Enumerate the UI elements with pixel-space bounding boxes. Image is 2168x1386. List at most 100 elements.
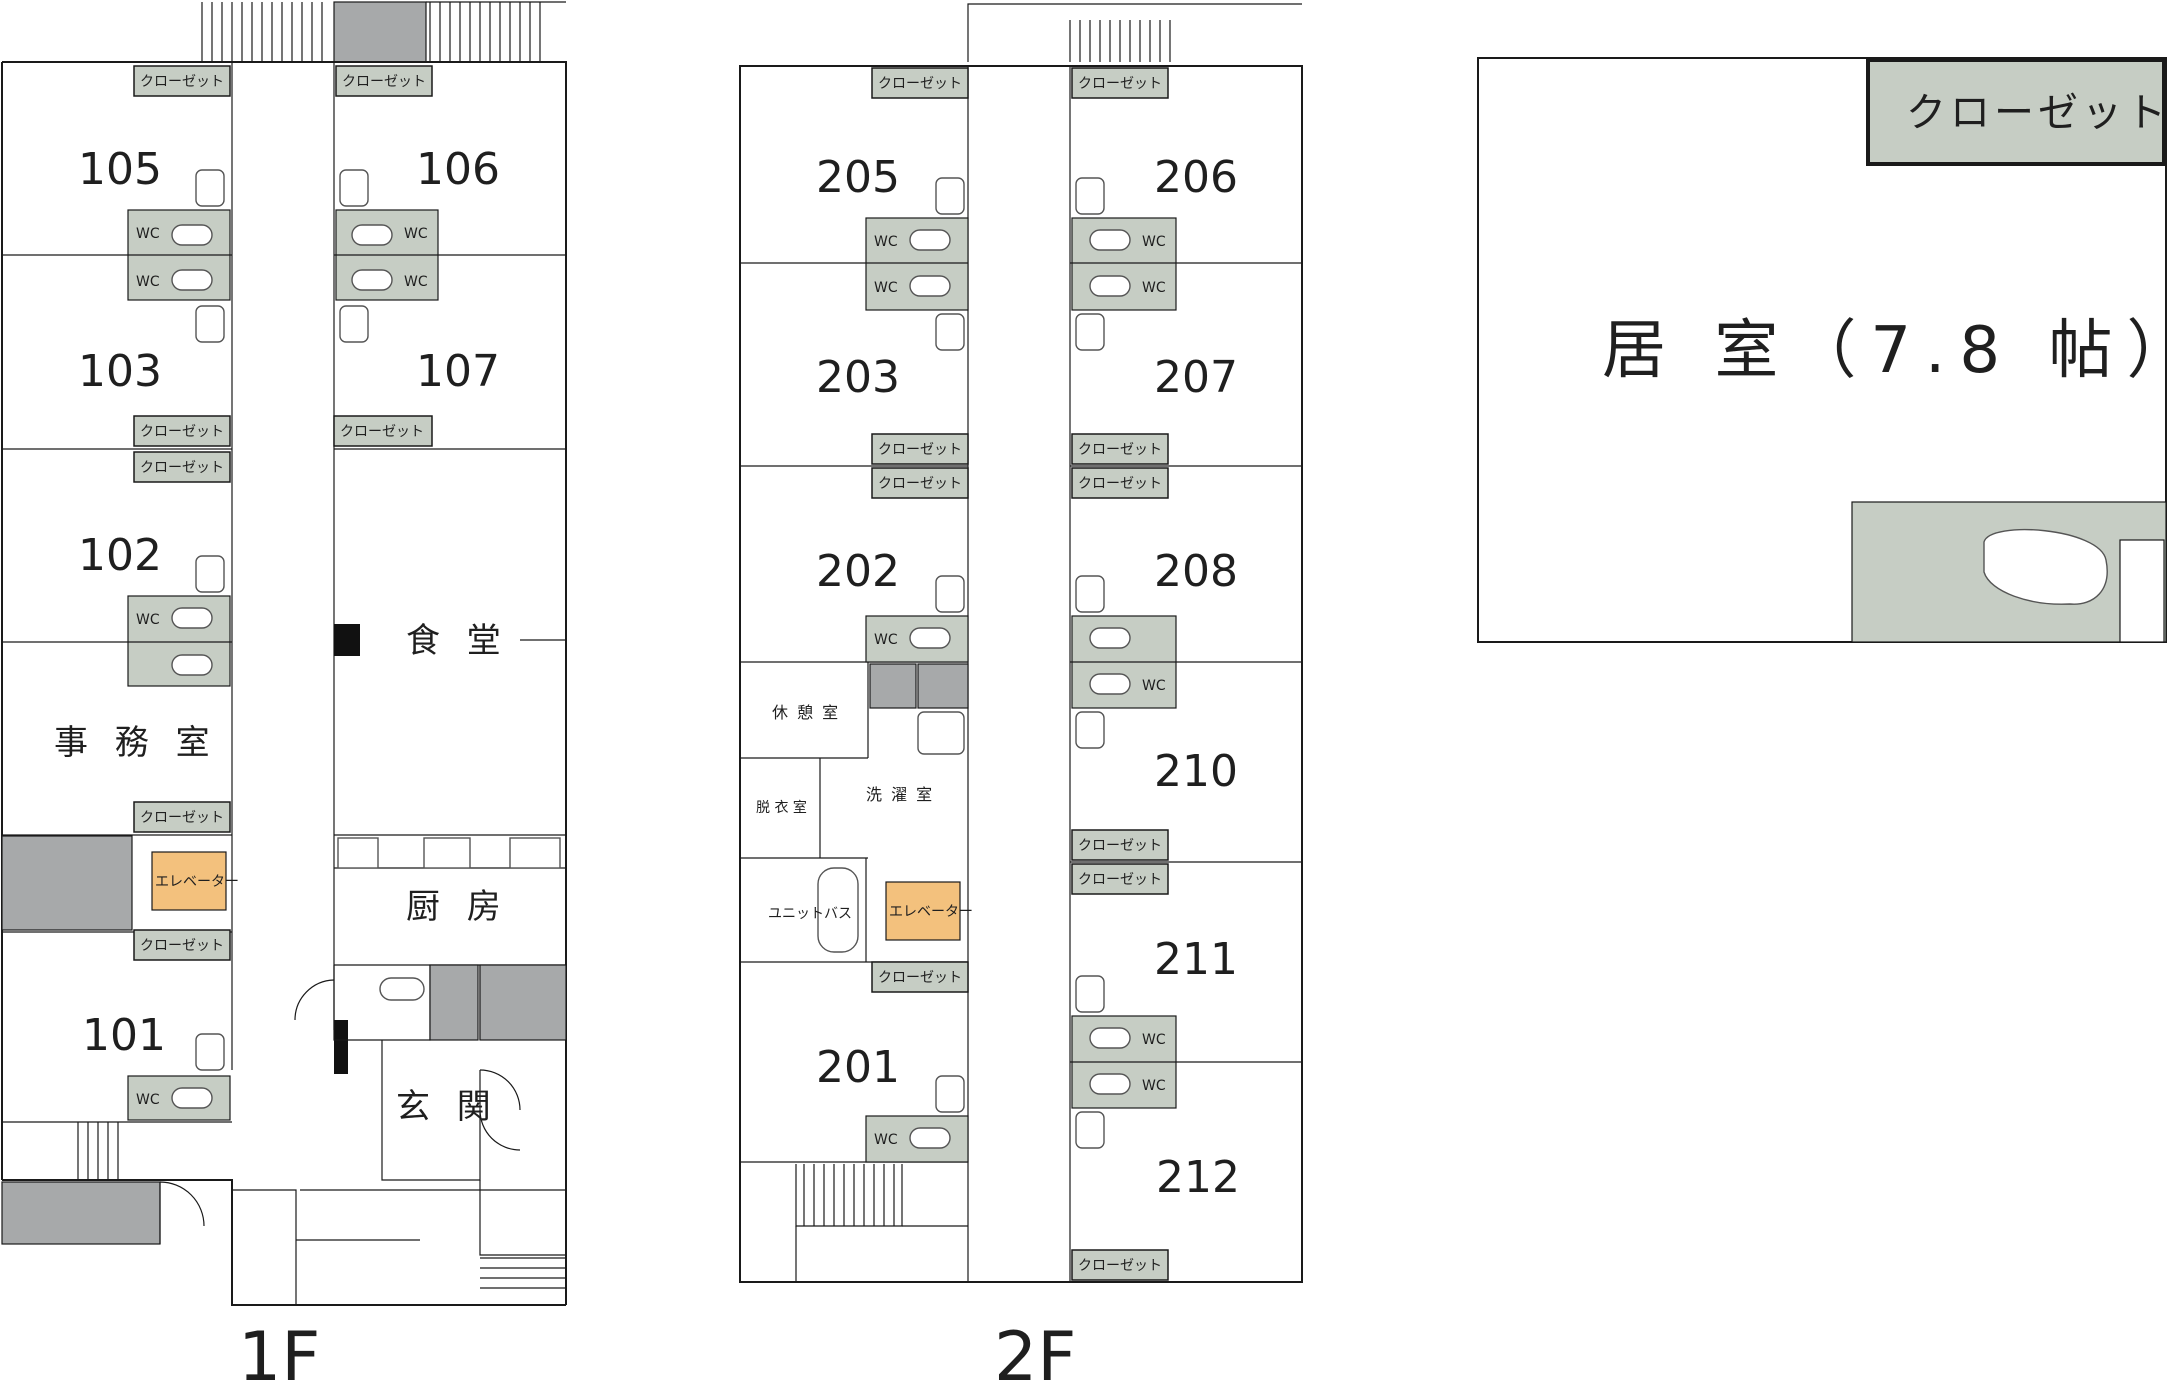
toilet-icon xyxy=(171,269,213,291)
closet-label: クローゼット xyxy=(342,74,426,90)
closet-208 xyxy=(1071,467,1169,499)
corridor-2f xyxy=(967,66,1071,1282)
closet-211 xyxy=(1071,863,1169,895)
laundry-label: 洗 濯 室 xyxy=(866,785,934,804)
toilet-icon xyxy=(909,275,951,297)
closet-102 xyxy=(133,451,231,483)
closet-205 xyxy=(871,67,969,99)
wc-label: WC xyxy=(1142,280,1166,296)
sink-icon xyxy=(935,1075,965,1113)
sink-icon xyxy=(1075,711,1105,749)
office-label: 事 務 室 xyxy=(54,723,218,763)
toilet-icon xyxy=(351,269,393,291)
closet-210 xyxy=(1071,829,1169,861)
closet-label: クローゼット xyxy=(1078,838,1162,854)
entrance-label: 玄 関 xyxy=(396,1087,499,1127)
room-210-label: 210 xyxy=(1154,746,1238,797)
sink-icon xyxy=(1075,177,1105,215)
shaft-1f-bottom xyxy=(429,964,479,1041)
closet-107 xyxy=(333,415,433,447)
corridor-1f xyxy=(231,62,335,1070)
toilet-icon xyxy=(171,1087,213,1109)
room-202-label: 202 xyxy=(816,546,900,597)
sink-icon xyxy=(195,169,225,207)
elevator-label: エレベーター xyxy=(889,904,973,920)
closet-106 xyxy=(335,65,433,97)
closet-212 xyxy=(1071,1249,1169,1281)
sink-icon xyxy=(1075,313,1105,351)
room-detail-sink xyxy=(2119,539,2165,643)
closet-label: クローゼット xyxy=(1078,476,1162,492)
wall-1f-outer-bottom xyxy=(2,1179,566,1306)
shaft-1f-bottom-left xyxy=(1,1181,161,1245)
room-207-label: 207 xyxy=(1154,352,1238,403)
wall-2f-outer xyxy=(739,65,1303,1283)
sink-icon xyxy=(339,305,369,343)
sink-icon xyxy=(195,1033,225,1071)
sink-icon xyxy=(423,837,471,869)
shaft-2f-a xyxy=(869,663,917,709)
room-detail-outline xyxy=(1477,57,2167,643)
wc-label: WC xyxy=(874,1132,898,1148)
shaft-1f-bottom-right xyxy=(479,964,567,1041)
stairs-1f-top-right xyxy=(426,1,566,62)
floor-2f: クローゼット クローゼット クローゼット クローゼット クローゼット クローゼッ… xyxy=(739,3,1303,1386)
shaft-2f-b xyxy=(917,663,969,709)
closet-label: クローゼット xyxy=(140,424,224,440)
closet-101 xyxy=(133,929,231,961)
wall-1f-outer-top xyxy=(2,61,567,1305)
closet-103 xyxy=(133,415,231,447)
toilet-icon xyxy=(1983,528,2108,605)
sink-icon xyxy=(935,177,965,215)
room-208-label: 208 xyxy=(1154,546,1238,597)
stairs-1f-bottom-left xyxy=(77,1122,119,1180)
stairs-1f-top-left xyxy=(201,2,334,62)
bathtub-icon xyxy=(817,867,859,953)
washer-icon xyxy=(917,711,965,755)
floor-2f-label: 2F xyxy=(994,1318,1076,1386)
room-205-label: 205 xyxy=(816,152,900,203)
toilet-icon xyxy=(351,224,393,246)
closet-label: クローゼット xyxy=(878,76,962,92)
room-detail: クローゼット 居 室（7.8 帖） xyxy=(1477,57,2168,643)
sink-icon xyxy=(195,305,225,343)
sink-icon xyxy=(1075,975,1105,1013)
elevator-2f xyxy=(885,881,961,941)
closet-label: クローゼット xyxy=(1078,1258,1162,1274)
closet-207 xyxy=(1071,433,1169,465)
dressing-label: 脱 衣 室 xyxy=(756,799,807,816)
dining-label: 食 堂 xyxy=(406,621,509,661)
toilet-icon xyxy=(171,607,213,629)
wc-label: WC xyxy=(404,274,428,290)
closet-105 xyxy=(133,65,231,97)
closet-203 xyxy=(871,433,969,465)
wc-label: WC xyxy=(136,1092,160,1108)
closet-label: クローゼット xyxy=(878,970,962,986)
shaft-1f-top xyxy=(333,1,427,63)
kitchen-label: 厨 房 xyxy=(406,887,509,927)
entrance-walls xyxy=(381,1040,481,1181)
room-206-label: 206 xyxy=(1154,152,1238,203)
toilet-icon xyxy=(1089,673,1131,695)
toilet-icon xyxy=(379,977,425,1001)
stairs-2f-top xyxy=(1069,20,1171,62)
sink-icon xyxy=(1075,1111,1105,1149)
closet-label: クローゼット xyxy=(878,442,962,458)
toilet-icon xyxy=(1089,627,1131,649)
closet-label: クローゼット xyxy=(1078,872,1162,888)
room-detail-label: 居 室（7.8 帖） xyxy=(1602,314,2168,388)
door-swing xyxy=(159,1181,205,1244)
wc-label: WC xyxy=(874,632,898,648)
toilet-icon xyxy=(909,627,951,649)
shaft-1f-left xyxy=(1,835,133,931)
sink-icon xyxy=(935,313,965,351)
toilet-icon xyxy=(171,654,213,676)
closet-label: クローゼット xyxy=(140,460,224,476)
pillar-1f-entrance xyxy=(334,1020,348,1074)
room-105-label: 105 xyxy=(78,144,162,195)
closet-label: クローゼット xyxy=(140,74,224,90)
room-201-label: 201 xyxy=(816,1042,900,1093)
stairs-2f-bottom xyxy=(795,1164,968,1282)
room-212-label: 212 xyxy=(1156,1152,1240,1203)
